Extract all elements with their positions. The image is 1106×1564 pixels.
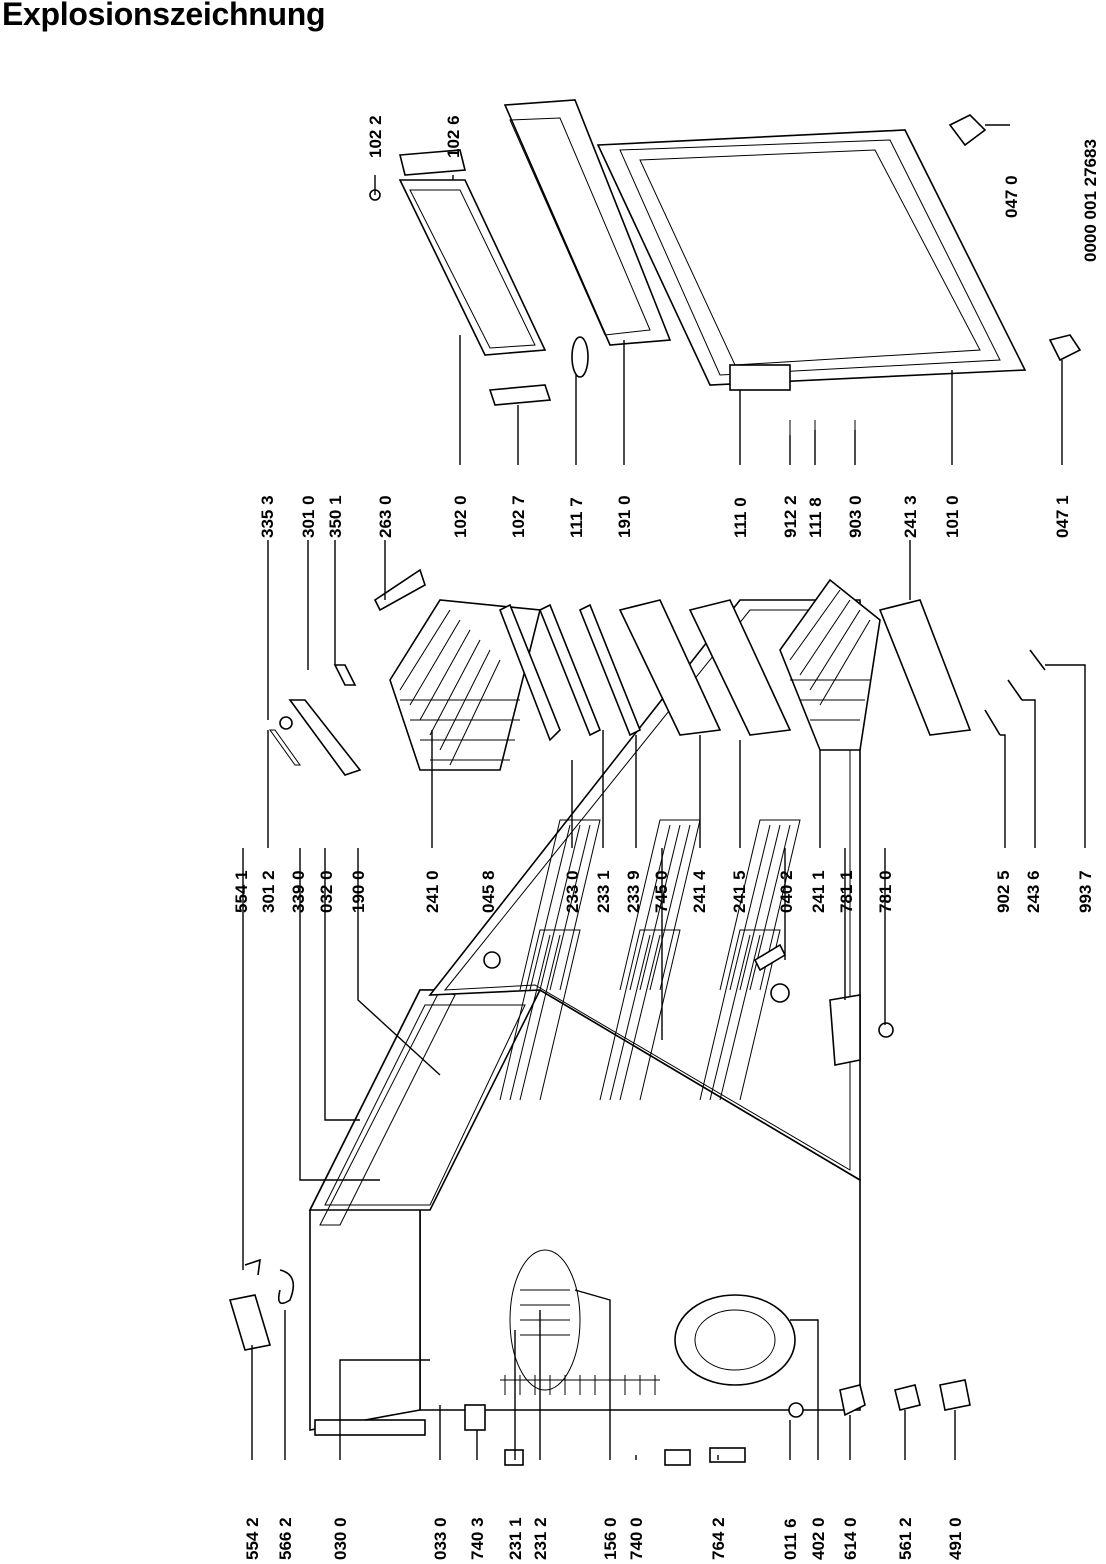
part-label: 233 1 — [594, 870, 613, 913]
part-label: 745 0 — [652, 870, 671, 913]
part-label: 231 2 — [531, 1517, 550, 1560]
part-label: 912 2 — [781, 495, 800, 538]
part-label: 233 0 — [563, 870, 582, 913]
part-label: 191 0 — [615, 495, 634, 538]
part-label: 243 6 — [1024, 870, 1043, 913]
part-label: 350 1 — [326, 495, 345, 538]
part-label: 339 0 — [289, 870, 308, 913]
part-label: 011 6 — [781, 1518, 800, 1560]
part-label: 045 8 — [479, 870, 498, 913]
part-label: 301 2 — [259, 870, 278, 913]
part-label: 554 2 — [243, 1517, 262, 1560]
part-label: 111 0 — [731, 497, 750, 538]
part-label: 781 1 — [837, 870, 856, 913]
part-label: 740 0 — [627, 1517, 646, 1560]
part-label: 047 1 — [1053, 495, 1072, 538]
leader-lines — [242, 124, 1086, 1460]
small-parts-left — [228, 1258, 971, 1466]
part-label: 156 0 — [601, 1517, 620, 1560]
part-label: 241 4 — [690, 870, 709, 913]
part-label: 101 0 — [943, 495, 962, 538]
cabinet-body — [308, 599, 861, 1436]
part-label: 561 2 — [896, 1517, 915, 1560]
part-label: 740 3 — [468, 1517, 487, 1560]
part-label: 111 8 — [806, 497, 825, 538]
part-label: 241 0 — [423, 870, 442, 913]
part-label: 566 2 — [276, 1517, 295, 1560]
part-label: 241 1 — [809, 870, 828, 913]
part-label: 033 0 — [431, 1517, 450, 1560]
part-label: 993 7 — [1076, 870, 1095, 913]
part-label: 102 2 — [366, 115, 385, 158]
document-code: 0000 001 27683 — [1081, 139, 1100, 262]
part-label: 241 5 — [730, 870, 749, 913]
part-label: 614 0 — [841, 1517, 860, 1560]
part-label: 263 0 — [376, 495, 395, 538]
part-label: 040 2 — [777, 870, 796, 913]
page-title: Explosionszeichnung — [2, 0, 326, 32]
part-label: 111 7 — [567, 497, 586, 538]
door-and-lid — [369, 99, 1082, 1066]
part-label: 764 2 — [709, 1517, 728, 1560]
part-label: 047 0 — [1002, 175, 1021, 218]
baskets-and-trays — [269, 568, 1046, 776]
part-label: 102 6 — [444, 115, 463, 158]
part-label: 102 7 — [509, 495, 528, 538]
part-label: 301 0 — [299, 495, 318, 538]
part-label: 781 0 — [876, 870, 895, 913]
part-label: 233 9 — [624, 870, 643, 913]
part-label: 335 3 — [258, 495, 277, 538]
part-label: 902 5 — [994, 870, 1013, 913]
part-label: 554 1 — [232, 870, 251, 913]
part-label: 491 0 — [946, 1517, 965, 1560]
part-label: 231 1 — [506, 1517, 525, 1560]
part-label: 030 0 — [331, 1517, 350, 1560]
part-label: 102 0 — [451, 495, 470, 538]
part-label: 241 3 — [901, 495, 920, 538]
part-label: 190 0 — [349, 870, 368, 913]
part-label: 903 0 — [846, 495, 865, 538]
part-label: 402 0 — [809, 1517, 828, 1560]
part-label: 032 0 — [317, 870, 336, 913]
